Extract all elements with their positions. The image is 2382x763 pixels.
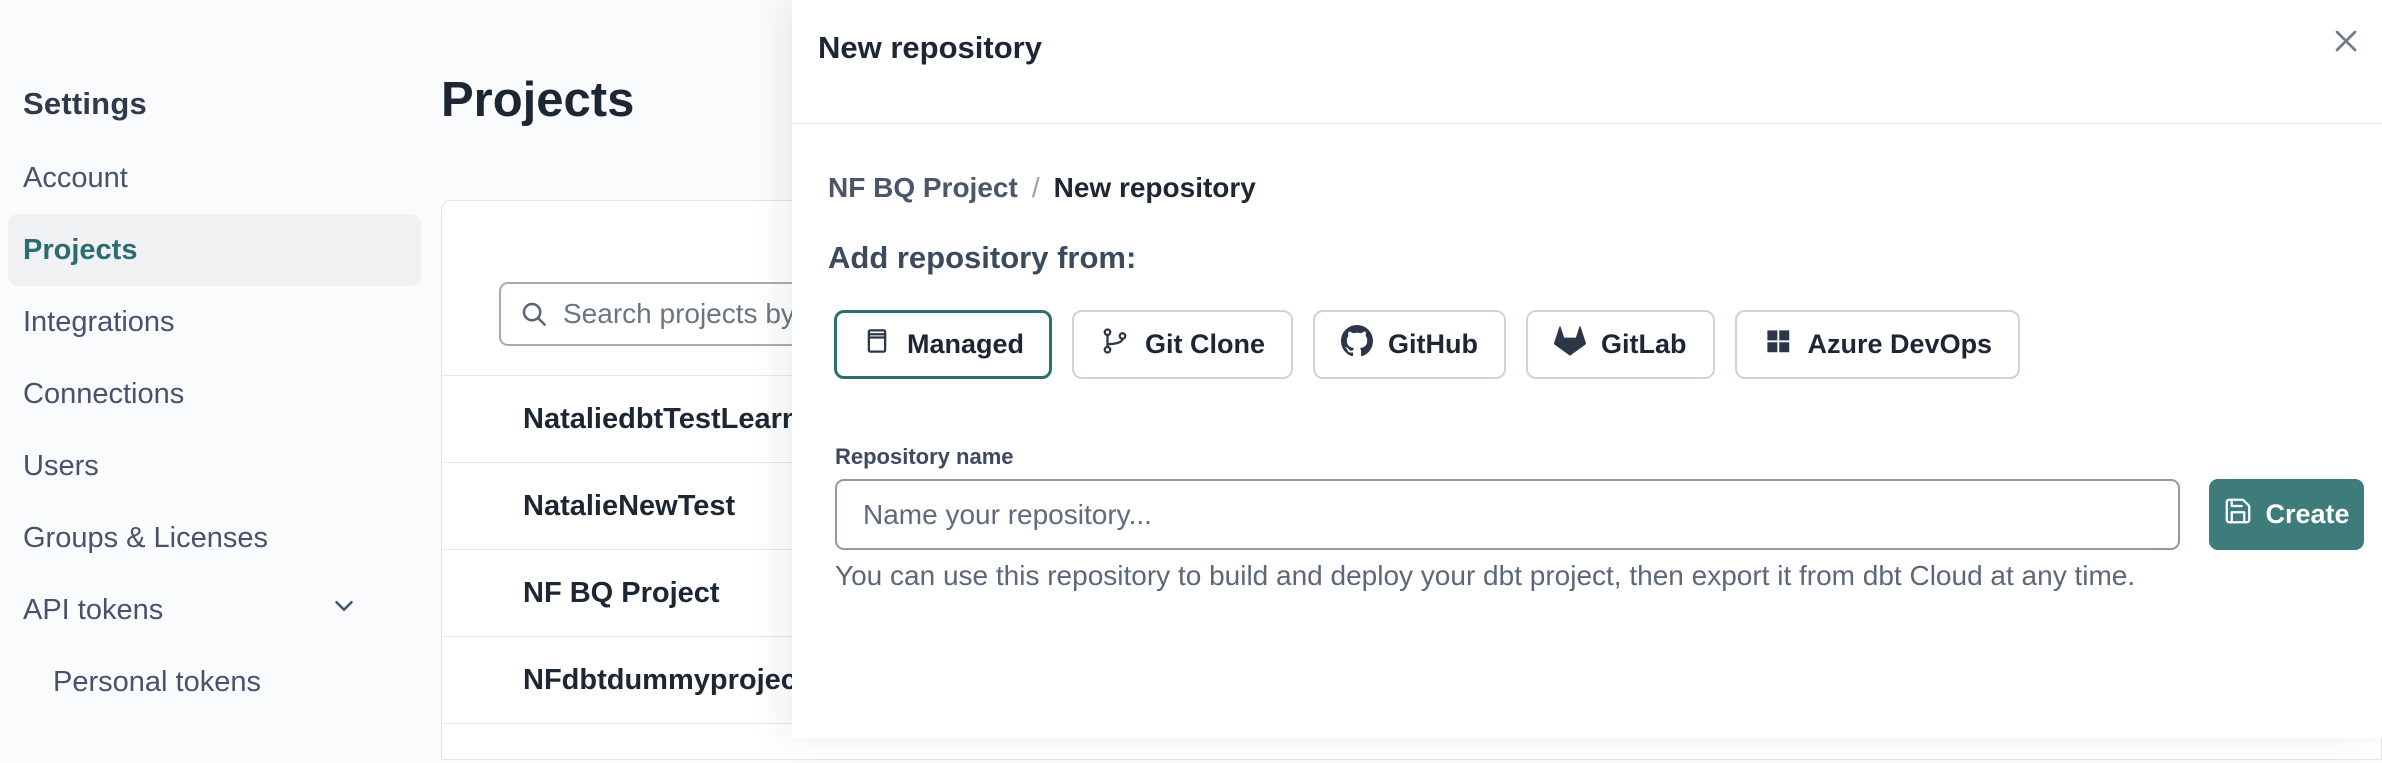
sidebar-item-connections[interactable]: Connections [23, 377, 185, 410]
sidebar-item-groups-licenses[interactable]: Groups & Licenses [23, 521, 269, 554]
repository-name-label: Repository name [835, 444, 1014, 469]
git-branch-icon [1100, 326, 1130, 363]
modal-header: New repository [792, 0, 2382, 124]
settings-sidebar: Settings Account Projects Integrations C… [0, 0, 441, 738]
repository-helper-text: You can use this repository to build and… [835, 560, 2136, 591]
breadcrumb-current: New repository [1053, 172, 1256, 203]
modal-title: New repository [818, 30, 1042, 65]
chevron-down-icon [329, 591, 359, 629]
new-repository-modal: New repository NF BQ Project / New repos… [792, 0, 2382, 738]
source-label: Azure DevOps [1807, 329, 1993, 359]
sidebar-item-projects[interactable]: Projects [8, 214, 421, 286]
page-title: Projects [441, 73, 635, 127]
source-github-button[interactable]: GitHub [1313, 310, 1507, 379]
sidebar-item-api-tokens[interactable]: API tokens [8, 574, 421, 646]
search-icon [522, 302, 546, 326]
sidebar-item-account[interactable]: Account [23, 161, 128, 194]
repo-icon [862, 326, 892, 363]
repository-name-row: Create [835, 479, 2364, 550]
save-icon [2223, 496, 2253, 533]
source-azure-devops-button[interactable]: Azure DevOps [1734, 310, 2021, 379]
sidebar-title: Settings [23, 86, 147, 121]
breadcrumb-separator: / [1031, 172, 1040, 203]
close-icon [2328, 23, 2364, 62]
breadcrumb: NF BQ Project / New repository [828, 172, 1256, 204]
sidebar-item-integrations[interactable]: Integrations [23, 305, 175, 338]
source-git-clone-button[interactable]: Git Clone [1072, 310, 1294, 379]
gitlab-icon [1554, 325, 1587, 364]
source-managed-button[interactable]: Managed [834, 310, 1053, 379]
github-icon [1341, 325, 1374, 364]
source-gitlab-button[interactable]: GitLab [1526, 310, 1715, 379]
project-name: NatalieNewTest [523, 489, 736, 522]
repository-source-options: Managed Git Clone GitHub GitLab [834, 310, 2021, 379]
azure-devops-icon [1763, 326, 1793, 363]
repository-name-input[interactable] [835, 479, 2180, 550]
sidebar-nav: Account Projects Integrations Connection… [0, 142, 441, 718]
add-repository-heading: Add repository from: [828, 240, 1137, 275]
project-name: NFdbtdummyproject [523, 663, 807, 696]
sidebar-item-users[interactable]: Users [23, 449, 99, 482]
source-label: GitLab [1601, 329, 1687, 359]
source-label: Git Clone [1145, 329, 1266, 359]
create-button-label: Create [2265, 499, 2350, 529]
create-button[interactable]: Create [2209, 479, 2364, 550]
sidebar-item-personal-tokens[interactable]: Personal tokens [53, 665, 261, 698]
breadcrumb-parent[interactable]: NF BQ Project [828, 172, 1018, 203]
project-name: NF BQ Project [523, 576, 720, 609]
sidebar-item-label: API tokens [23, 593, 164, 626]
source-label: GitHub [1388, 329, 1479, 359]
source-label: Managed [907, 329, 1025, 359]
close-button[interactable] [2326, 22, 2366, 62]
project-name: NataliedbtTestLearn T [523, 402, 826, 435]
